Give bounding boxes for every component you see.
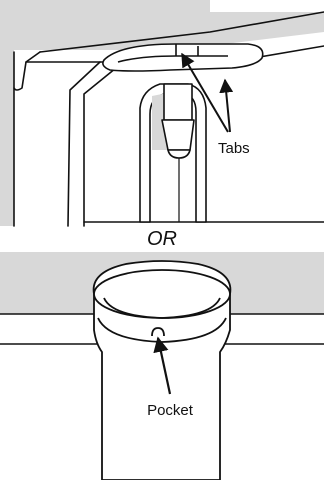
tabs-arrow-2 [225,80,230,132]
nozzle-taper [162,120,194,150]
pocket-label: Pocket [147,402,194,419]
bottom-diagram: Pocket [0,252,324,480]
ceiling-edge-left [14,52,40,90]
top-shaded-area [0,0,324,50]
tabs-label: Tabs [218,140,250,157]
nozzle-tip [168,150,190,158]
pocket-notch [152,328,164,336]
top-left-shaded-post [0,50,14,226]
nozzle-upper-block [164,84,192,120]
mounting-bracket [103,44,263,71]
cabinet-front-frame-inner [84,68,116,226]
cup-holder [94,261,231,480]
or-separator: OR [147,228,177,250]
dispenser-nozzle [140,84,206,222]
cup-rim [94,270,230,318]
top-diagram: Tabs [0,0,324,226]
